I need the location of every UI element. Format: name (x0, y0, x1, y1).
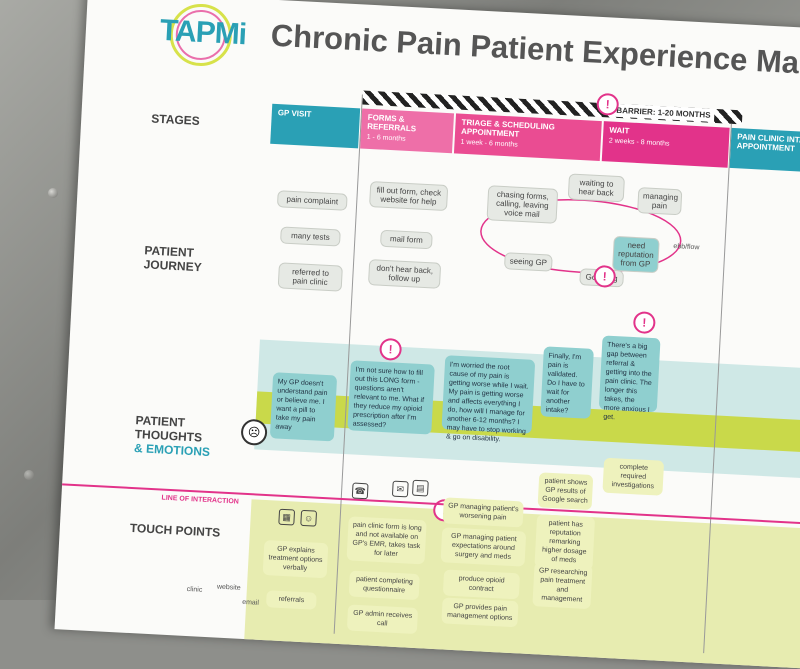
mail-icon: ✉ (391, 480, 409, 498)
experience-map-poster: TAPMi Chronic Pain Patient Experience Ma… (54, 0, 800, 669)
row-label-journey: PATIENT JOURNEY (143, 243, 202, 274)
logo-text: TAPMi (159, 13, 247, 52)
touchpoint-note: GP explains treatment options verbally (262, 539, 329, 579)
touchpoints-zone (244, 499, 800, 669)
stage-triage-scheduling: TRIAGE & SCHEDULING APPOINTMENT 1 week -… (453, 113, 602, 162)
touchpoint-note: produce opioid contract (442, 569, 521, 600)
stage-gp-visit: GP VISIT (270, 103, 361, 149)
touchpoint-note: GP provides pain management options (441, 597, 519, 628)
tapmi-logo: TAPMi (158, 0, 248, 76)
row-label-journey-line2: JOURNEY (143, 257, 203, 275)
journey-step: waiting to hear back (567, 173, 625, 203)
thought-bubble: Finally, I'm pain is validated. Do I hav… (540, 346, 594, 419)
line-of-interaction-label: LINE OF INTERACTION (161, 494, 239, 506)
journey-step: pain complaint (276, 190, 348, 211)
stage-wait: WAIT 2 weeks - 8 months (601, 121, 730, 168)
touchpoint-note: patient completing questionnaire (348, 570, 420, 601)
stage-label: WAIT (609, 125, 630, 136)
wall-screw (48, 188, 58, 198)
thought-bubble: My GP doesn't understand pain or believe… (269, 372, 338, 442)
journey-step: seeing GP (503, 252, 553, 272)
stage-label: GP VISIT (277, 108, 312, 119)
touchpoint-note: GP managing patient's worsening pain (442, 497, 524, 528)
touchpoint-note: GP researching pain treatment and manage… (532, 562, 593, 610)
touchpoint-note: complete required investigations (602, 457, 665, 496)
thought-bubble: There's a big gap between referral & get… (598, 335, 661, 421)
journey-step: don't hear back, follow up (367, 259, 442, 289)
stage-label: TRIAGE & SCHEDULING APPOINTMENT (460, 117, 556, 139)
barrier-label: BARRIER: 1-20 MONTHS (612, 103, 715, 122)
wall-screw (24, 470, 34, 480)
touchpoint-icon-label: clinic (186, 585, 203, 594)
stage-label: PAIN CLINIC INTAKE APPOINTMENT (736, 132, 800, 154)
journey-step: many tests (280, 226, 341, 247)
row-label-touchpoints: TOUCH POINTS (129, 520, 221, 540)
journey-note: ebb/flow (673, 242, 700, 252)
row-label-stages: STAGES (150, 111, 201, 129)
touchpoint-icon-label: website (216, 583, 241, 592)
stage-duration: 1 week - 6 months (460, 138, 518, 149)
stage-duration: 1 - 6 months (366, 133, 406, 143)
touchpoint-note: GP admin receives call (346, 604, 419, 635)
journey-step: chasing forms, calling, leaving voice ma… (486, 185, 559, 224)
stage-forms-referrals: FORMS & REFERRALS 1 - 6 months (360, 108, 455, 154)
touchpoint-note: patient shows GP results of Google searc… (537, 472, 594, 511)
stage-label: FORMS & REFERRALS (367, 112, 417, 134)
journey-step: managing pain (637, 187, 683, 216)
journey-step: need reputation from GP (612, 235, 660, 274)
stage-pain-clinic-intake: PAIN CLINIC INTAKE APPOINTMENT (729, 127, 800, 174)
phone-icon: ☎ (351, 482, 369, 500)
journey-step: fill out form, check website for help (369, 181, 449, 212)
person-icon: ☺ (300, 509, 318, 527)
document-icon: ▤ (411, 479, 429, 497)
alert-icon: ! (632, 311, 656, 335)
clinic-icon: ▦ (278, 508, 296, 526)
row-label-thoughts: PATIENT THOUGHTS & EMOTIONS (134, 413, 212, 459)
journey-step: mail form (379, 229, 433, 250)
thought-bubble: I'm not sure how to fill out this LONG f… (347, 360, 435, 435)
thought-bubble: I'm worried the root cause of my pain is… (441, 355, 536, 443)
poster-title: Chronic Pain Patient Experience Map (269, 17, 800, 82)
row-label-thoughts-line3: & EMOTIONS (133, 441, 211, 460)
stage-duration: 2 weeks - 8 months (608, 137, 670, 148)
journey-step: referred to pain clinic (277, 262, 343, 292)
touchpoint-icon-label: email (241, 598, 260, 607)
touchpoint-note: pain clinic form is long and not availab… (346, 516, 427, 565)
touchpoint-note: GP managing patient expectations around … (440, 527, 527, 567)
